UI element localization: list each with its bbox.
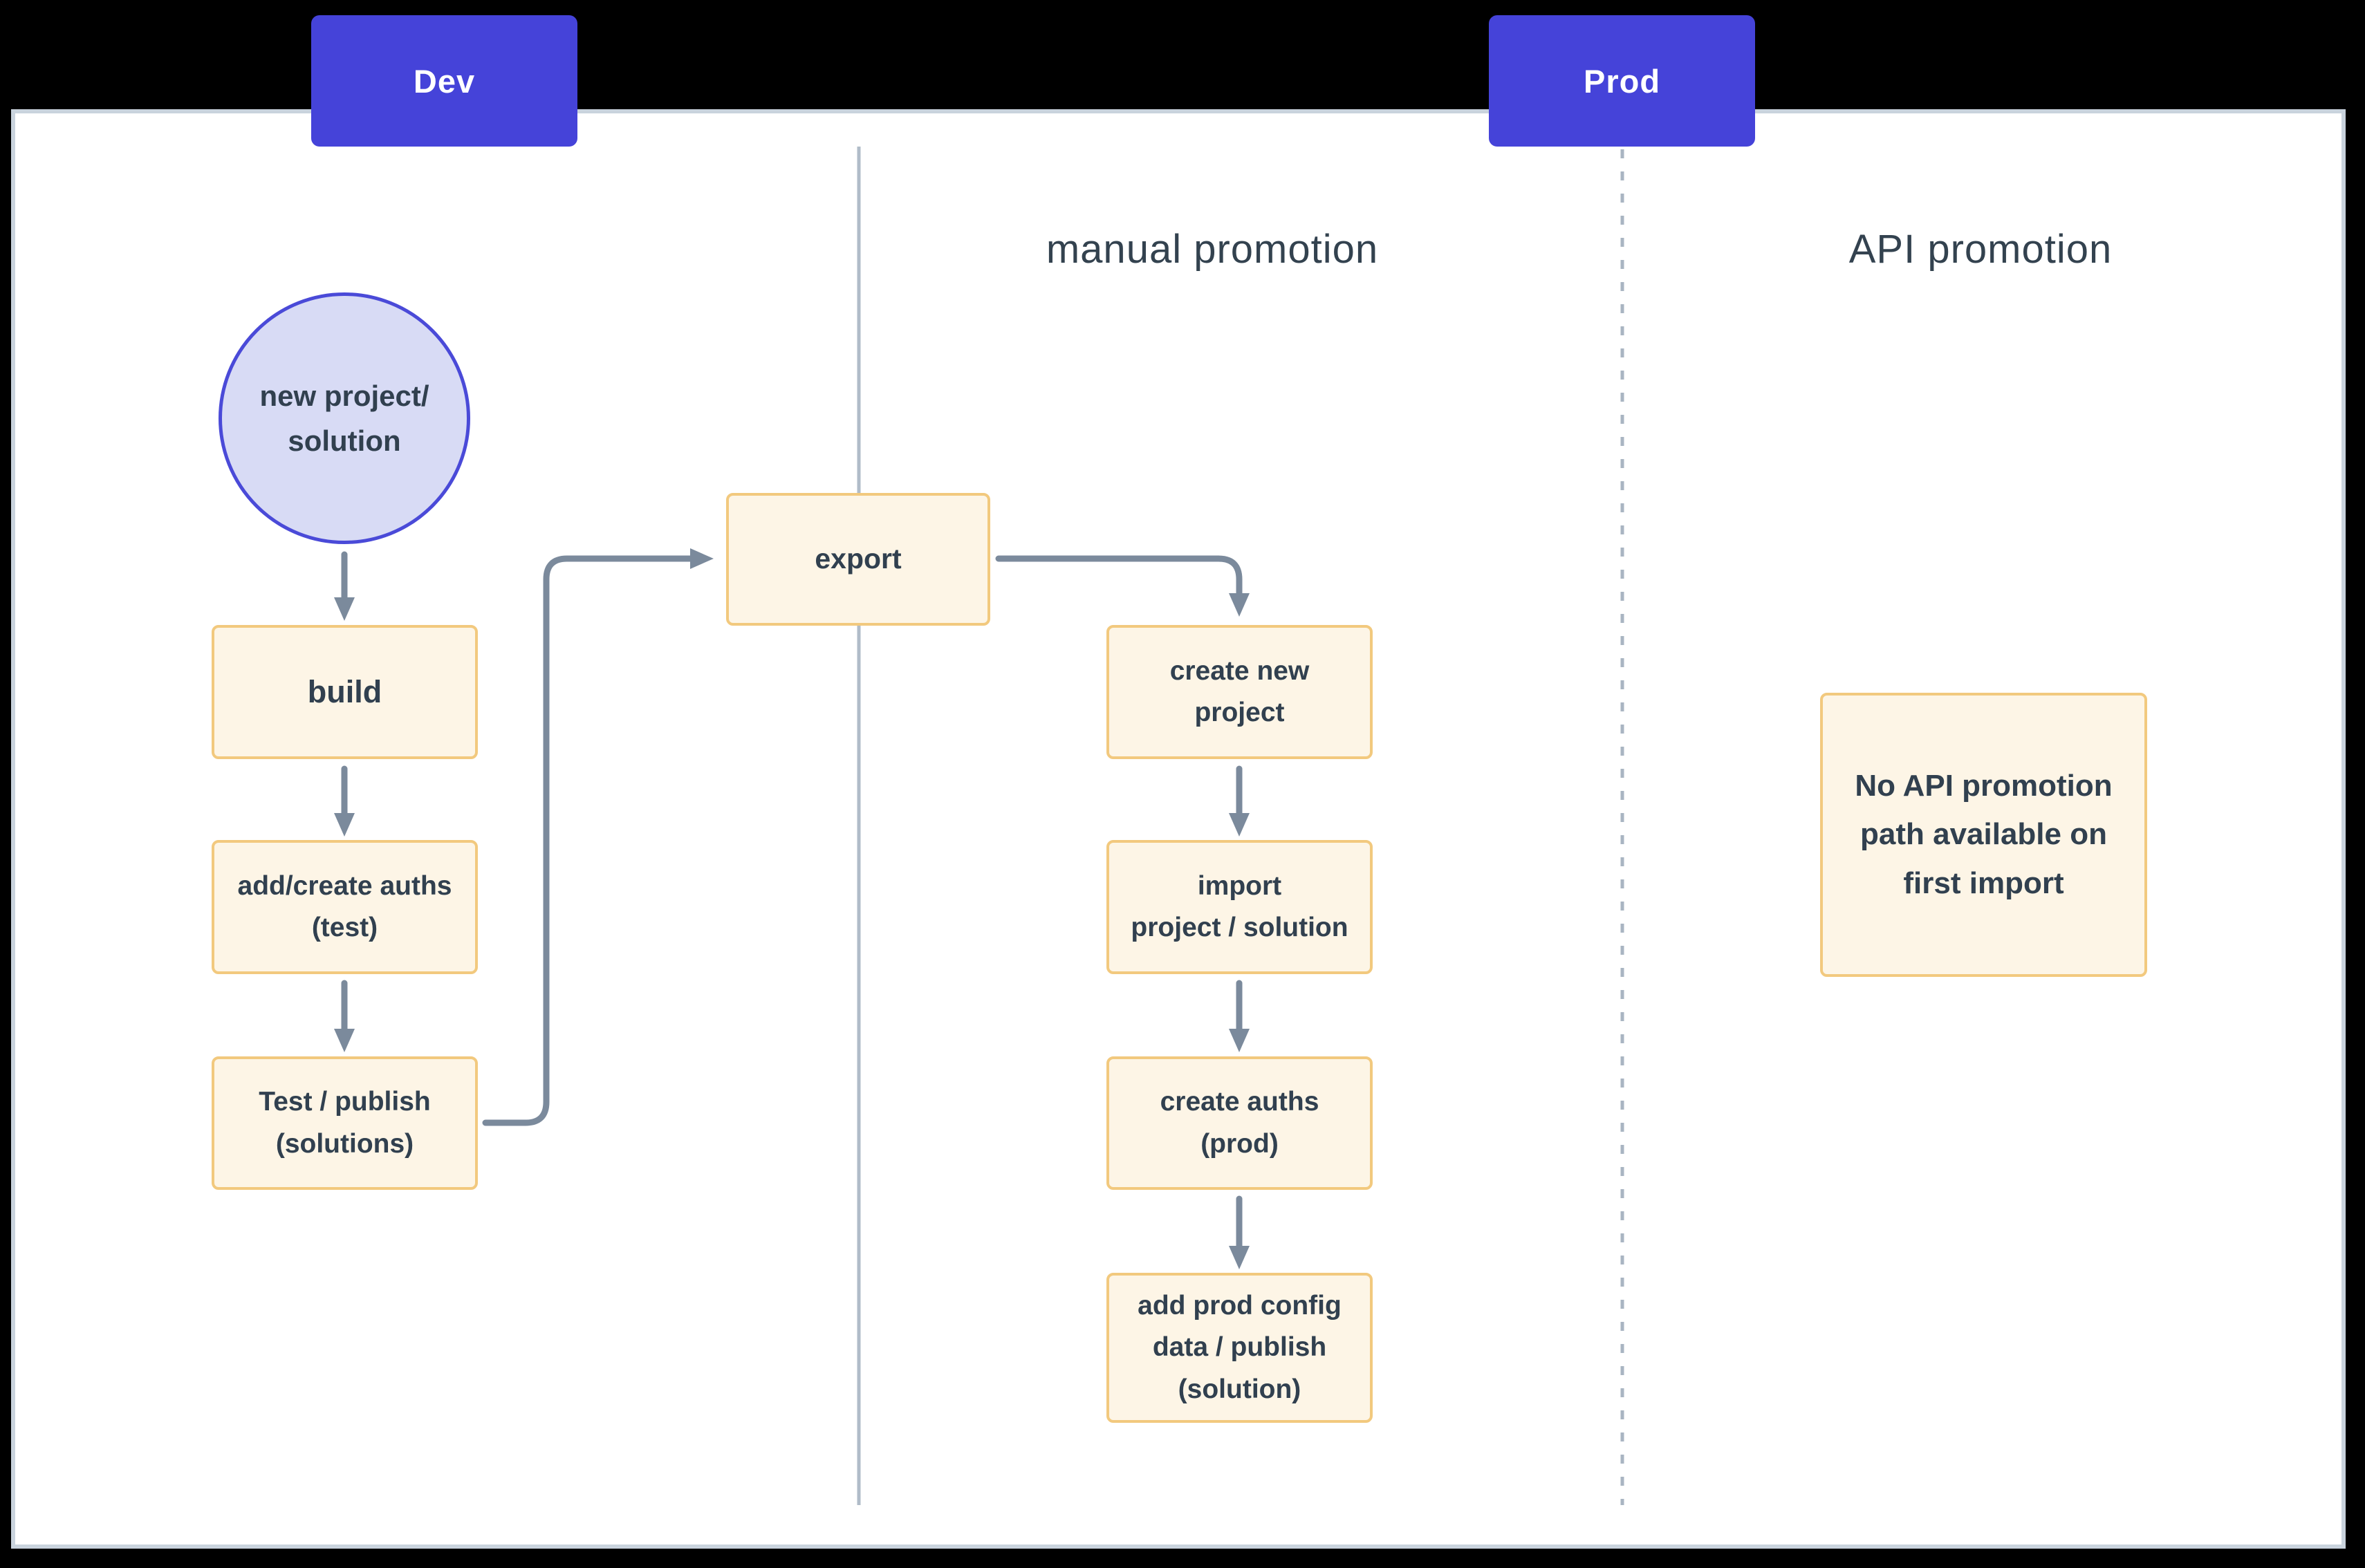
node-create-new-project: create new project — [1106, 625, 1373, 759]
node-import-project-solution: import project / solution — [1106, 840, 1373, 974]
prod-lane-label: Prod — [1583, 62, 1661, 100]
node-add-create-auths-test: add/create auths (test) — [212, 840, 478, 974]
manual-promotion-heading: manual promotion — [1046, 226, 1379, 272]
node-build: build — [212, 625, 478, 759]
node-add-prod-config-publish: add prod config data / publish (solution… — [1106, 1273, 1373, 1423]
node-test-publish-solutions: Test / publish (solutions) — [212, 1056, 478, 1190]
api-promotion-heading: API promotion — [1848, 226, 2113, 272]
dev-lane-badge: Dev — [311, 15, 577, 147]
node-export: export — [726, 493, 990, 626]
note-no-api-promotion-path: No API promotion path available on first… — [1820, 693, 2147, 977]
prod-lane-badge: Prod — [1489, 15, 1755, 147]
arrow-export-to-create-new — [995, 555, 1250, 617]
node-create-auths-prod: create auths (prod) — [1106, 1056, 1373, 1190]
start-node-new-project-solution: new project/ solution — [219, 292, 470, 544]
dev-lane-label: Dev — [413, 62, 476, 100]
arrow-test-publish-to-export — [482, 548, 714, 1126]
